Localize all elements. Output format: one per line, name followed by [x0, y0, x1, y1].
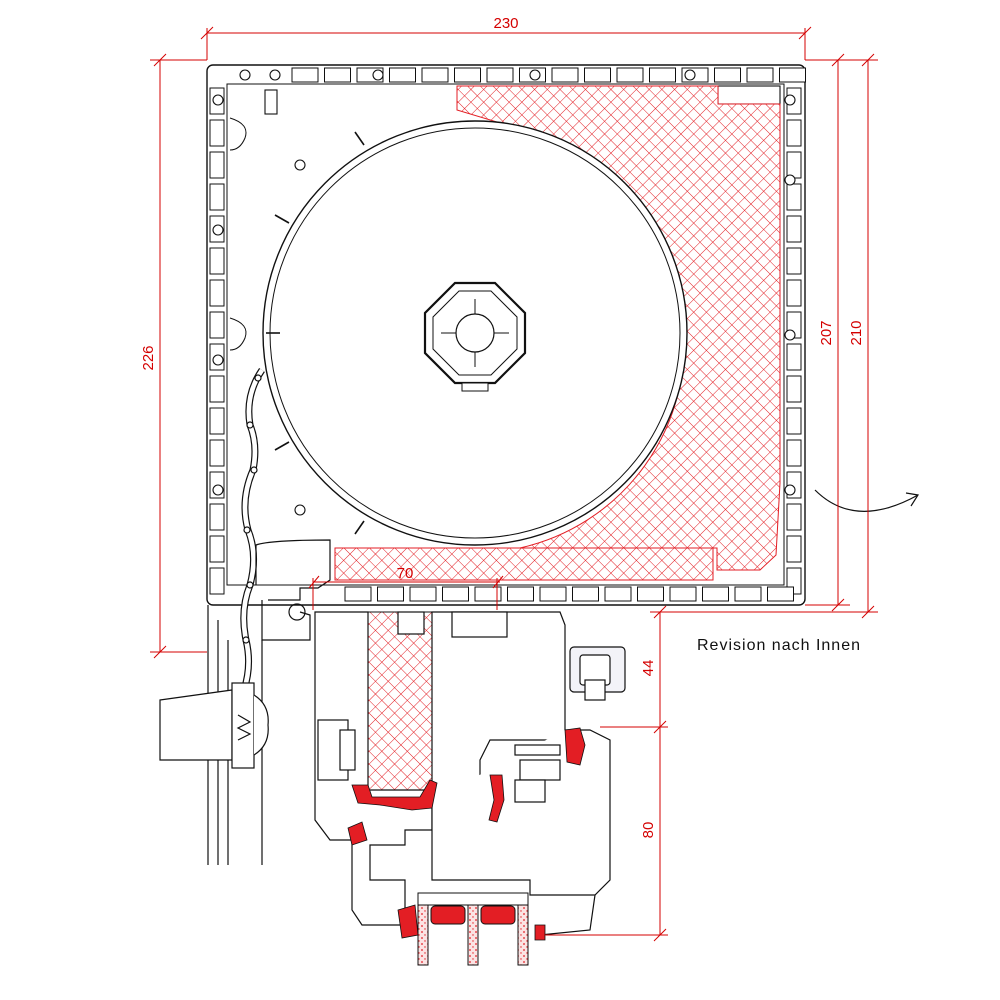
wall-chamber	[786, 151, 802, 179]
wall-chamber	[209, 567, 225, 595]
dimension-labels: 230 226 207 210 70 44 80	[140, 15, 865, 838]
top-wall-chambers	[291, 67, 806, 83]
wall-chamber	[786, 279, 802, 307]
wall-chamber	[389, 67, 416, 83]
wall-chamber	[779, 67, 806, 83]
wall-chamber	[209, 279, 225, 307]
wall-chamber	[604, 586, 632, 602]
wall-chamber	[209, 183, 225, 211]
revision-note: Revision nach Innen	[697, 637, 861, 654]
housing-box	[206, 64, 806, 606]
wall-chamber	[474, 586, 502, 602]
wall-chamber	[377, 586, 404, 602]
wall-chamber	[344, 586, 372, 602]
wall-chamber	[409, 586, 437, 602]
revision-arrow	[814, 489, 919, 512]
wall-clip-details	[212, 69, 796, 516]
left-wall-chambers	[209, 87, 225, 595]
dim-height-207: 207	[818, 320, 835, 345]
wall-chamber	[714, 67, 741, 83]
wall-chamber	[209, 407, 225, 435]
wall-chamber	[209, 535, 225, 563]
wall-chamber	[616, 67, 644, 83]
dim-frame-80: 80	[640, 822, 657, 839]
wall-chamber	[786, 407, 802, 435]
wall-chamber	[767, 586, 794, 602]
wall-chamber	[454, 67, 481, 83]
octagonal-shaft	[423, 281, 527, 392]
wall-chamber	[209, 119, 225, 147]
wall-chamber	[539, 586, 567, 602]
wall-chamber	[786, 375, 802, 403]
wall-chamber	[209, 375, 225, 403]
wall-chamber	[734, 586, 762, 602]
glazing-unit	[417, 892, 529, 966]
wall-chamber	[786, 215, 802, 243]
insulation-hatched	[334, 85, 781, 793]
wall-chamber	[649, 67, 676, 83]
wall-chamber	[786, 439, 802, 467]
wall-chamber	[324, 67, 351, 83]
bottom-bar-handle	[159, 682, 269, 769]
wall-chamber	[786, 343, 802, 371]
wall-chamber	[209, 503, 225, 531]
wall-chamber	[209, 151, 225, 179]
left-wall-bumps	[229, 117, 247, 351]
dim-width-230: 230	[493, 15, 518, 32]
wall-chamber	[209, 311, 225, 339]
red-seals	[347, 727, 586, 941]
shutter-slats	[240, 368, 265, 692]
wall-chamber	[507, 586, 534, 602]
roll-spokes	[266, 131, 365, 535]
wall-chamber	[786, 503, 802, 531]
wall-chamber	[442, 586, 469, 602]
wall-chamber	[209, 439, 225, 467]
wall-chamber	[786, 119, 802, 147]
wall-chamber	[637, 586, 664, 602]
right-wall-chambers	[786, 87, 802, 595]
dim-height-210: 210	[848, 320, 865, 345]
dimension-lines	[150, 26, 878, 942]
wall-chamber	[669, 586, 697, 602]
wall-chamber	[746, 67, 774, 83]
wall-chamber	[572, 586, 599, 602]
wall-chamber	[786, 535, 802, 563]
wall-chamber	[702, 586, 729, 602]
wall-chamber	[291, 67, 319, 83]
wall-chamber	[486, 67, 514, 83]
wall-chamber	[551, 67, 579, 83]
wall-chamber	[421, 67, 449, 83]
bottom-wall-chambers	[344, 586, 794, 602]
dim-height-226: 226	[140, 345, 157, 370]
window-frame-section	[314, 611, 611, 936]
wall-chamber	[209, 247, 225, 275]
wall-chamber	[786, 247, 802, 275]
dim-frame-44: 44	[640, 660, 657, 677]
wall-chamber	[786, 183, 802, 211]
window-hardware	[514, 646, 626, 803]
wall-chamber	[584, 67, 611, 83]
dim-offset-70: 70	[397, 565, 414, 582]
